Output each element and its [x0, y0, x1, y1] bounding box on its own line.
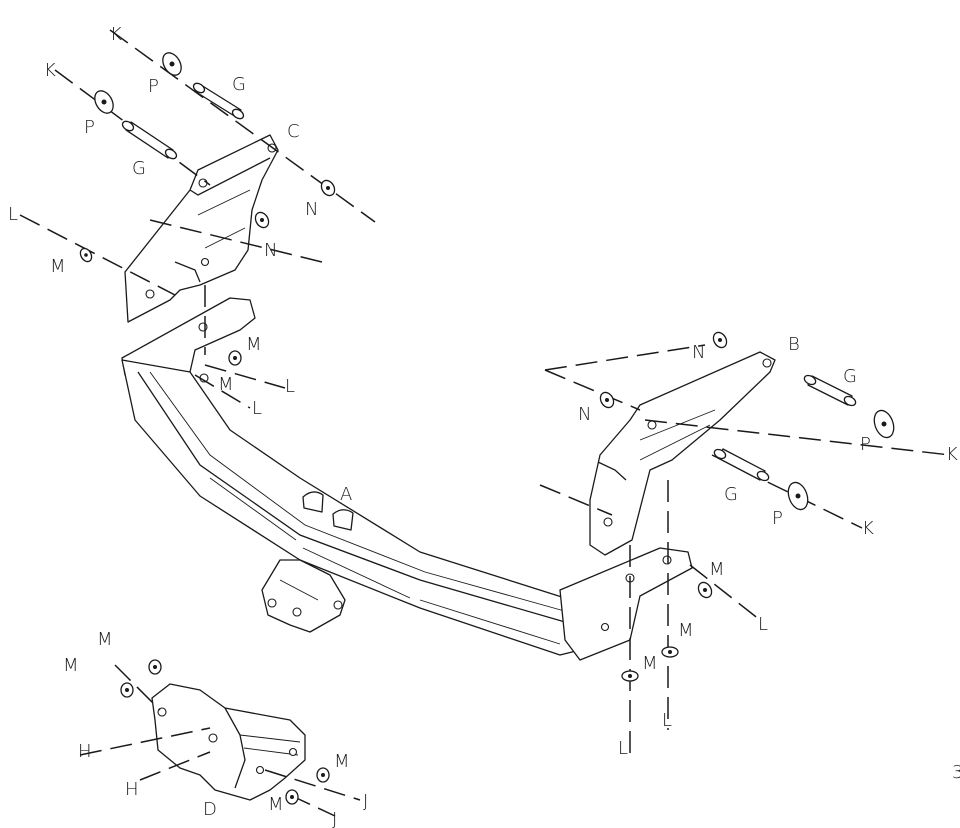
label-l: L [252, 398, 262, 419]
label-l: L [285, 376, 295, 397]
label-k: K [44, 60, 56, 81]
hex-nut [254, 211, 270, 229]
fastener-axis-lines [19, 29, 951, 817]
edge-mark: 3 [952, 762, 960, 783]
label-part-a: A [340, 484, 352, 505]
label-n: N [305, 199, 318, 220]
right-side-bracket [589, 351, 776, 556]
label-p: P [772, 508, 783, 529]
label-m: M [97, 629, 113, 650]
label-l: L [758, 614, 768, 635]
label-h: H [125, 779, 139, 800]
label-part-d: D [203, 799, 217, 820]
label-part-b: B [788, 334, 800, 355]
label-m: M [218, 374, 234, 395]
label-h: H [78, 741, 92, 762]
hex-nut [712, 331, 728, 349]
lock-washer [228, 350, 242, 366]
lock-washer [697, 581, 713, 599]
label-m: M [63, 655, 79, 676]
main-hitch-beam [121, 297, 693, 661]
label-g: G [132, 158, 146, 179]
lock-washer [316, 767, 330, 783]
label-j: J [363, 791, 368, 812]
label-part-c: C [287, 121, 300, 142]
label-m: M [334, 751, 350, 772]
label-k: K [946, 444, 958, 465]
label-p: P [148, 76, 159, 97]
label-m: M [709, 559, 725, 580]
label-g: G [232, 74, 246, 95]
spacer-tube [713, 448, 770, 482]
plate-washer [873, 409, 895, 439]
label-m: M [642, 653, 658, 674]
label-m: M [678, 620, 694, 641]
label-m: M [268, 794, 284, 815]
drawbar-bracket [151, 683, 306, 801]
lock-washer [621, 670, 639, 682]
label-k: K [862, 518, 874, 539]
label-l: L [618, 738, 628, 759]
plate-washer [94, 90, 114, 114]
spacer-tube [121, 120, 178, 160]
plate-washer [787, 481, 809, 511]
spacer-tube [192, 82, 245, 120]
hex-nut [599, 391, 615, 409]
label-n: N [264, 240, 277, 261]
label-l: L [662, 710, 672, 731]
lock-washer [148, 659, 162, 675]
label-k: K [110, 24, 122, 45]
label-j: J [332, 809, 337, 828]
label-n: N [578, 404, 591, 425]
plate-washer [162, 52, 182, 76]
label-m: M [246, 334, 262, 355]
lock-washer [285, 789, 299, 805]
label-p: P [84, 117, 95, 138]
lock-washer [661, 646, 679, 658]
fasteners [79, 52, 895, 805]
lock-washer [79, 247, 93, 263]
label-g: G [724, 484, 738, 505]
label-g: G [843, 366, 857, 387]
left-side-bracket [124, 134, 279, 323]
label-n: N [692, 342, 705, 363]
label-p: P [860, 434, 871, 455]
callout-labels: A B C D K K K K P P P P G G G G N N N N … [8, 24, 960, 828]
lock-washer [120, 682, 134, 698]
spacer-tube [803, 374, 857, 407]
hex-nut [320, 179, 336, 197]
label-m: M [50, 256, 66, 277]
label-l: L [8, 204, 18, 225]
